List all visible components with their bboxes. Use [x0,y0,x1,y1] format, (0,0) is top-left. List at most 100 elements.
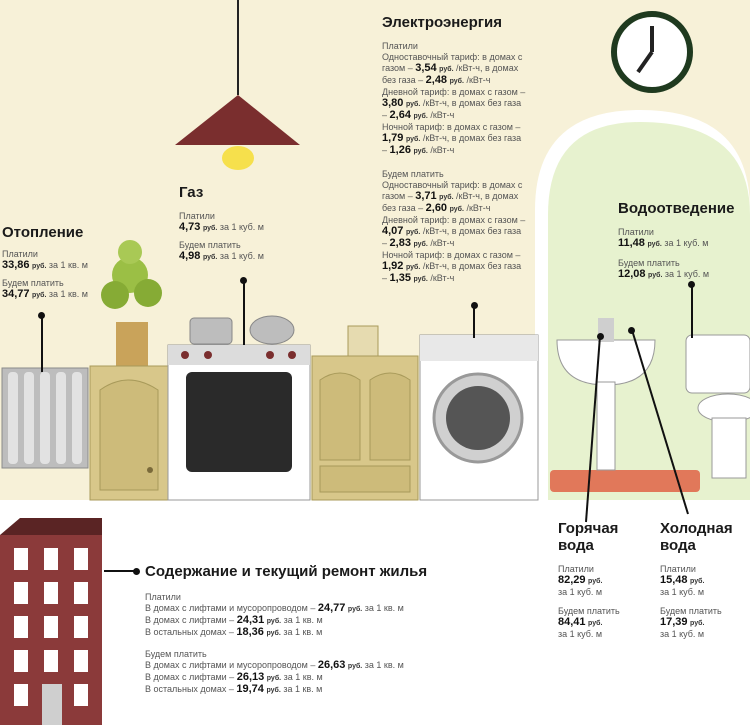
elec-paid-row: Дневной тариф: в домах с газом – [382,87,525,98]
cold-water-will-value: 17,39 [660,616,688,628]
elec-paid-post: /кВт-ч, в домах без газа [422,98,522,108]
maintenance-section: Содержание и текущий ремонт жилья Платил… [145,563,427,696]
maint-will-row: В остальных домах – 19,74 руб. за 1 кв. … [145,684,427,696]
elec-will-post: /кВт-ч [430,238,455,248]
rug [550,470,700,492]
gas-will-label: Будем платить [179,240,241,250]
elec-will-post: /кВт-ч, в домах [456,191,519,201]
elec-will-row: Одноставочный тариф: в домах с [382,180,525,191]
electricity-dot [471,302,478,309]
hot-water-title-line1: Горячая [558,520,619,537]
maint-paid-row: В домах с лифтами – 24,31 руб. за 1 кв. … [145,615,427,627]
elec-paid-row: газом – 3,54 руб. /кВт-ч, в домах [382,63,525,75]
electricity-will-label: Будем платить [382,169,444,179]
heating-paid-label: Платили [2,249,38,259]
elec-will-pre: Ночной тариф: в домах с газом – [382,250,521,260]
radiator-icon [1,367,89,469]
elec-will-row: Дневной тариф: в домах с газом – [382,215,525,226]
elec-will-pre: без газа – [382,203,424,213]
cold-water-will-unit: руб. [690,620,705,627]
cold-water-paid-unit: руб. [690,578,705,585]
elec-paid-pre: Ночной тариф: в домах с газом – [382,122,521,132]
drainage-will-value: 12,08 [618,268,646,280]
electricity-section: Электроэнергия Платили Одноставочный тар… [382,14,525,285]
elec-paid-pre: без газа – [382,75,424,85]
gas-will-value: 4,98 [179,250,201,262]
elec-paid-row: – 2,64 руб. /кВт-ч [382,110,525,122]
drainage-section: Водоотведение Платили 11,48 руб. за 1 ку… [618,200,734,281]
elec-will-unit: руб. [413,276,428,283]
maint-paid-post: за 1 кв. м [364,603,404,613]
elec-will-row: – 1,35 руб. /кВт-ч [382,273,525,285]
elec-paid-row: без газа – 2,48 руб. /кВт-ч [382,75,525,87]
elec-will-unit: руб. [439,194,454,201]
elec-paid-post: /кВт-ч, в домах [456,63,519,73]
elec-will-value: 1,35 [389,272,411,284]
maint-will-value: 26,63 [317,659,346,671]
heating-section: Отопление Платили 33,86 руб. за 1 кв. м … [2,224,88,301]
maint-will-post: за 1 кв. м [283,684,323,694]
cold-water-title-line1: Холодная [660,520,733,537]
electricity-title: Электроэнергия [382,14,503,31]
elec-paid-unit: руб. [439,66,454,73]
maint-will-post: за 1 кв. м [283,672,323,682]
hot-water-will-rest: за 1 куб. м [558,629,603,639]
elec-will-value: 3,71 [415,190,437,202]
lamp-bulb-icon [222,146,254,170]
elec-paid-unit: руб. [405,101,421,108]
hot-water-will-value: 84,41 [558,616,586,628]
maintenance-paid-label: Платили [145,592,181,602]
maint-will-unit: руб. [266,675,282,682]
electricity-paid-label: Платили [382,41,418,51]
maintenance-dot [133,568,140,575]
elec-paid-unit: руб. [449,78,464,85]
hot-water-paid-unit: руб. [588,578,603,585]
heating-dot [38,312,45,319]
hot-water-will-line: 84,41 руб. [558,617,620,629]
heating-title: Отопление [2,224,84,241]
elec-will-unit: руб. [413,241,428,248]
maint-paid-pre: В домах с лифтами и мусоропроводом – [145,603,316,613]
maint-paid-post: за 1 кв. м [283,627,323,637]
gas-paid-value: 4,73 [179,221,201,233]
elec-paid-post: /кВт-ч [430,145,455,155]
elec-will-row: – 2,83 руб. /кВт-ч [382,238,525,250]
elec-paid-value: 1,26 [389,144,411,156]
elec-paid-row: 3,80 руб. /кВт-ч, в домах без газа [382,98,525,110]
elec-paid-value: 2,48 [425,74,448,86]
elec-paid-pre: – [382,110,388,120]
elec-paid-value: 2,64 [389,109,411,121]
clock-hand-hour [636,50,654,74]
heating-will-line: 34,77 руб. за 1 кв. м [2,289,88,301]
maint-paid-value: 18,36 [236,626,264,638]
cold-water-pointer [631,329,689,515]
gas-paid-rest: за 1 куб. м [219,222,264,232]
cold-water-section: Холодная вода Платили 15,48 руб. за 1 ку… [660,520,733,640]
heating-will-value: 34,77 [2,288,30,300]
hot-water-paid-value: 82,29 [558,574,586,586]
maintenance-will-list: В домах с лифтами и мусоропроводом – 26,… [145,660,427,696]
drainage-paid-rest: за 1 куб. м [664,238,709,248]
gas-section: Газ Платили 4,73 руб. за 1 куб. м Будем … [179,184,264,263]
drainage-will-line: 12,08 руб. за 1 куб. м [618,269,734,281]
maint-paid-value: 24,31 [236,614,265,626]
hot-water-section: Горячая вода Платили 82,29 руб. за 1 куб… [558,520,620,640]
cold-water-will-rest: за 1 куб. м [660,629,705,639]
gas-paid-line: 4,73 руб. за 1 куб. м [179,222,264,234]
maint-paid-row: В остальных домах – 18,36 руб. за 1 кв. … [145,627,427,639]
hot-water-paid-line: 82,29 руб. [558,575,620,587]
elec-will-pre: – [382,238,388,248]
elec-will-value: 4,07 [382,225,404,237]
lamp-shade [175,95,300,145]
floor [0,500,750,725]
hot-water-title-line2: вода [558,537,594,554]
hot-water-paid-rest: за 1 куб. м [558,587,603,597]
heating-will-rest: за 1 кв. м [48,289,88,299]
drainage-paid-unit: руб. [647,241,662,248]
drainage-will-label: Будем платить [618,258,680,268]
cold-water-title-line2: вода [660,537,696,554]
cold-water-will-line: 17,39 руб. [660,617,733,629]
hot-water-will-unit: руб. [588,620,603,627]
heating-will-unit: руб. [32,292,47,299]
